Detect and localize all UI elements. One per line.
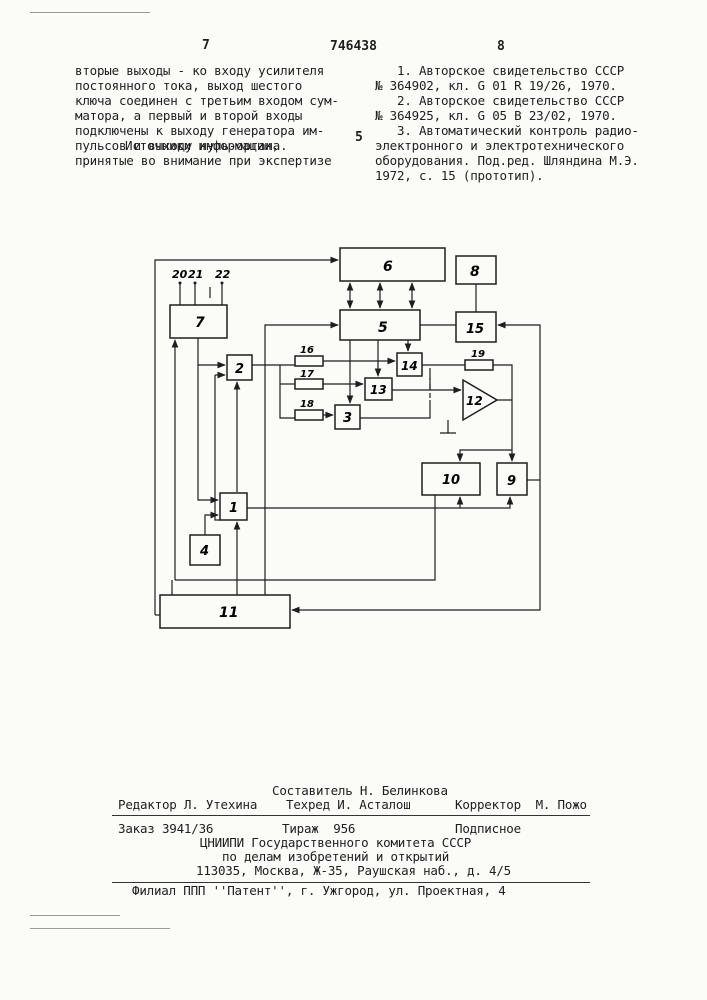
terminal-20-label: 20	[172, 268, 188, 281]
footer-rule	[112, 815, 590, 816]
scan-noise	[30, 928, 170, 929]
editor: Редактор Л. Утехина	[118, 798, 257, 813]
scan-noise	[30, 12, 150, 13]
resistor-17	[295, 379, 323, 389]
resistor-19	[465, 360, 493, 370]
techred: Техред И. Асталош	[286, 798, 411, 813]
terminal-22-label: 22	[215, 268, 231, 281]
resistor-16-label: 16	[300, 345, 314, 356]
block-13-label: 13	[370, 383, 387, 397]
order: Заказ 3941/36	[118, 822, 213, 837]
block-11-label: 11	[219, 605, 238, 621]
resistor-17-label: 17	[300, 369, 314, 380]
resistor-16	[295, 356, 323, 366]
branch: Филиал ППП ''Патент'', г. Ужгород, ул. П…	[132, 884, 506, 899]
block-15-label: 15	[466, 322, 484, 337]
block-9-label: 9	[507, 474, 516, 489]
address: 113035, Москва, Ж-35, Раушская наб., д. …	[196, 864, 511, 879]
block-7-label: 7	[195, 315, 205, 331]
resistor-18-label: 18	[300, 399, 314, 410]
terminal-21-label: 21	[188, 268, 203, 281]
resistor-19-label: 19	[471, 349, 485, 360]
scan-noise	[30, 915, 120, 916]
block-12-label: 12	[466, 394, 483, 408]
block-4-label: 4	[199, 544, 209, 559]
block-1-label: 1	[229, 501, 238, 516]
block-6-label: 6	[383, 259, 393, 275]
block-5-label: 5	[378, 320, 388, 336]
resistor-18	[295, 410, 323, 420]
corrector: Корректор М. Пожо	[455, 798, 587, 813]
block-8-label: 8	[470, 264, 480, 280]
block-10-label: 10	[442, 473, 460, 488]
block-3-label: 3	[343, 411, 352, 426]
block-2-label: 2	[235, 362, 244, 377]
block-14-label: 14	[401, 359, 418, 373]
